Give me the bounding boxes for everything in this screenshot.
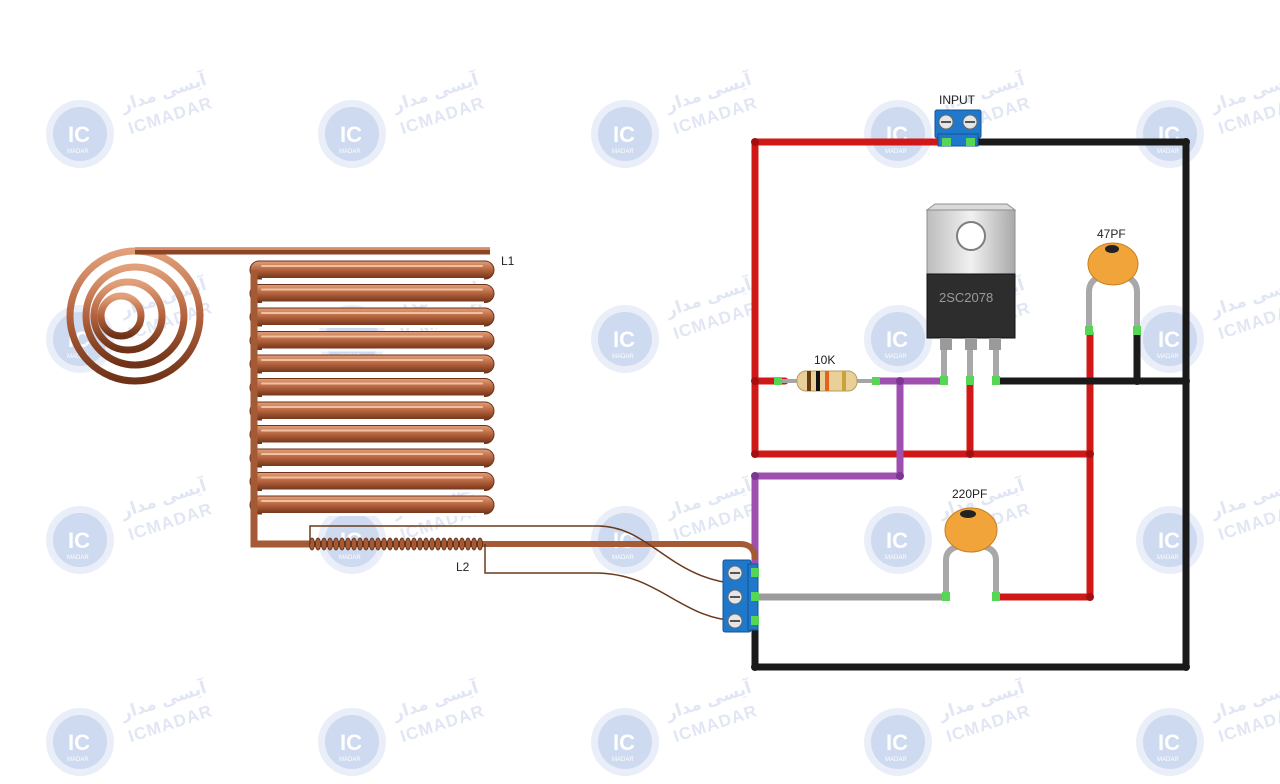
svg-text:IC: IC xyxy=(340,730,362,755)
capacitor-220pf: 220PF xyxy=(942,487,1000,601)
svg-text:MADAR: MADAR xyxy=(339,149,361,155)
svg-text:MADAR: MADAR xyxy=(67,354,89,360)
svg-text:IC: IC xyxy=(613,122,635,147)
svg-text:MADAR: MADAR xyxy=(612,149,634,155)
input-terminal: INPUT xyxy=(934,93,982,147)
svg-text:IC: IC xyxy=(886,327,908,352)
watermark-tile: IC MADAR آیسی مدار ICMADAR xyxy=(46,474,215,574)
svg-text:MADAR: MADAR xyxy=(885,555,907,561)
watermark-tile: IC MADAR آیسی مدار ICMADAR xyxy=(1136,676,1280,776)
svg-text:IC: IC xyxy=(68,528,90,553)
svg-text:IC: IC xyxy=(613,730,635,755)
junctions-purple xyxy=(751,377,904,480)
svg-text:IC: IC xyxy=(1158,730,1180,755)
resistor-label: 10K xyxy=(814,353,835,367)
resistor-10k: 10K xyxy=(774,353,880,392)
svg-text:MADAR: MADAR xyxy=(1157,555,1179,561)
svg-text:MADAR: MADAR xyxy=(67,149,89,155)
svg-text:MADAR: MADAR xyxy=(885,757,907,763)
purple-wire-feedback xyxy=(751,377,904,576)
svg-text:IC: IC xyxy=(1158,327,1180,352)
watermark-layer: IC MADAR آیسی مدار ICMADAR IC MADAR آیسی… xyxy=(46,68,1280,776)
svg-text:IC: IC xyxy=(886,730,908,755)
svg-text:IC: IC xyxy=(68,122,90,147)
svg-text:IC: IC xyxy=(340,122,362,147)
svg-text:MADAR: MADAR xyxy=(885,354,907,360)
coil-l1: L1 xyxy=(66,247,515,548)
transistor-label: 2SC2078 xyxy=(939,290,993,305)
red-wire-left-rail xyxy=(751,138,950,458)
watermark-tile: IC MADAR آیسی مدار ICMADAR xyxy=(46,676,215,776)
capacitor-47pf: 47PF xyxy=(1085,227,1141,335)
watermark-tile: IC MADAR آیسی مدار ICMADAR xyxy=(591,676,760,776)
svg-text:MADAR: MADAR xyxy=(612,354,634,360)
svg-text:MADAR: MADAR xyxy=(1157,354,1179,360)
capacitor-47pf-label: 47PF xyxy=(1097,227,1126,241)
watermark-tile: IC MADAR آیسی مدار ICMADAR xyxy=(318,676,487,776)
coil-l2-turns xyxy=(308,537,483,551)
watermark-tile: IC MADAR آیسی مدار ICMADAR xyxy=(591,273,760,373)
watermark-tile: IC MADAR آیسی مدار ICMADAR xyxy=(46,68,215,168)
svg-text:MADAR: MADAR xyxy=(1157,149,1179,155)
svg-text:MADAR: MADAR xyxy=(612,555,634,561)
black-wire-bottom xyxy=(751,617,1190,671)
watermark-tile: IC MADAR آیسی مدار ICMADAR xyxy=(1136,68,1280,168)
svg-text:IC: IC xyxy=(613,327,635,352)
svg-text:MADAR: MADAR xyxy=(339,555,361,561)
coil-l1-label: L1 xyxy=(501,254,515,268)
purple-wires xyxy=(751,377,948,576)
svg-text:IC: IC xyxy=(886,528,908,553)
svg-text:IC: IC xyxy=(68,730,90,755)
capacitor-220pf-label: 220PF xyxy=(952,487,987,501)
svg-text:MADAR: MADAR xyxy=(885,149,907,155)
svg-text:IC: IC xyxy=(613,528,635,553)
coil-helix xyxy=(249,260,495,516)
watermark-tile: IC MADAR آیسی مدار ICMADAR xyxy=(1136,273,1280,373)
svg-text:MADAR: MADAR xyxy=(612,757,634,763)
svg-text:MADAR: MADAR xyxy=(67,757,89,763)
svg-text:MADAR: MADAR xyxy=(339,757,361,763)
watermark-tile: IC MADAR آیسی مدار ICMADAR xyxy=(591,68,760,168)
coil-terminal xyxy=(722,559,759,633)
watermark-tile: IC MADAR آیسی مدار ICMADAR xyxy=(318,68,487,168)
coil-l2-label: L2 xyxy=(456,560,470,574)
input-label: INPUT xyxy=(939,93,976,107)
watermark-tile: IC MADAR آیسی مدار ICMADAR xyxy=(591,474,760,574)
svg-text:IC: IC xyxy=(1158,528,1180,553)
transistor-2sc2078: 2SC2078 xyxy=(925,203,1017,385)
junctions-red xyxy=(751,138,1094,601)
watermark-tile: IC MADAR آیسی مدار ICMADAR xyxy=(1136,474,1280,574)
watermark-tile: IC MADAR آیسی مدار ICMADAR xyxy=(864,676,1033,776)
svg-text:MADAR: MADAR xyxy=(67,555,89,561)
coil-l2: L2 xyxy=(300,525,758,622)
svg-text:MADAR: MADAR xyxy=(1157,757,1179,763)
junctions xyxy=(751,138,1190,671)
